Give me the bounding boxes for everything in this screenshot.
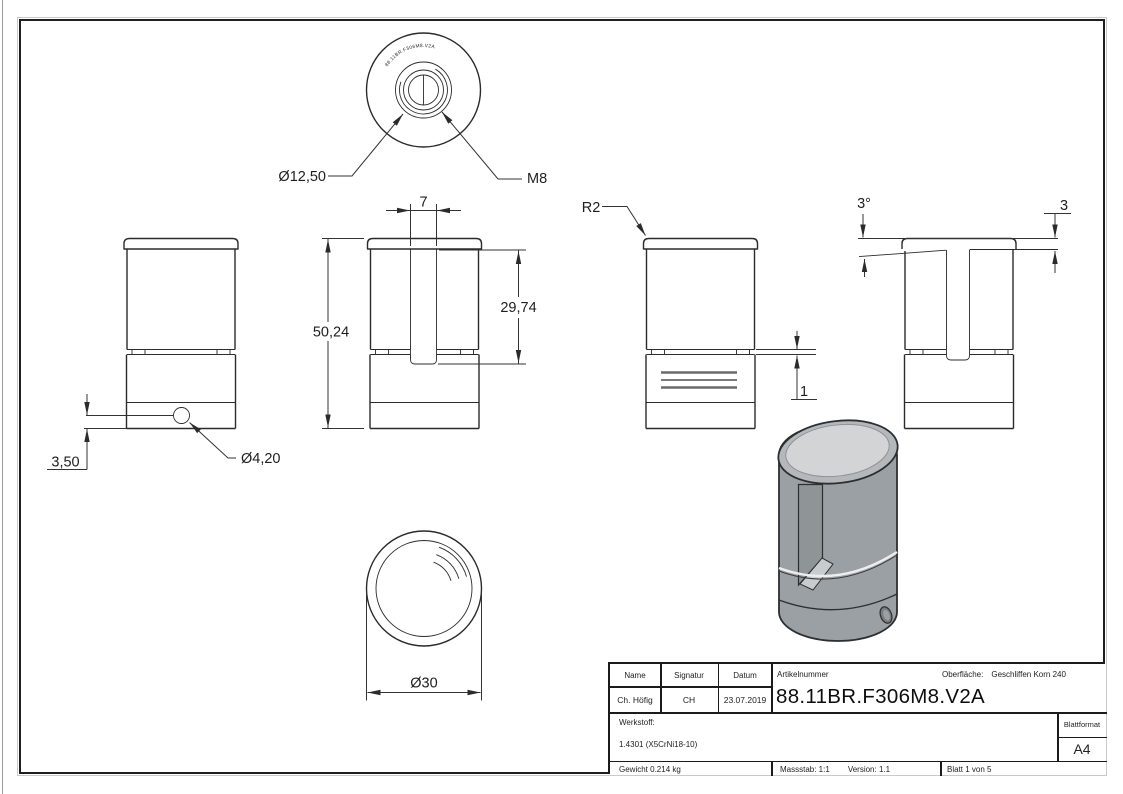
datum-header: Datum — [733, 670, 757, 680]
werkstoff-value: 1.4301 (X5CrNi18-10) — [619, 739, 698, 749]
top-view: 88.11BR.F306M8.V2A Ø12,50 M8 — [278, 32, 547, 187]
signatur-header: Signatur — [674, 670, 704, 680]
dim-cap-height-label: 3 — [1060, 198, 1068, 214]
page-edge-line — [2, 0, 3, 794]
dim-corner-radius-label: R2 — [582, 200, 601, 216]
dim-total-height-label: 50,24 — [313, 325, 349, 341]
front-view-groove: R2 1 — [582, 200, 817, 430]
drawing-frame — [17, 17, 1107, 776]
front-view-slot: 7 50,24 29,74 — [313, 195, 537, 430]
render-top-face — [785, 423, 890, 478]
dim-angle-label: 3° — [857, 196, 871, 212]
dim-hole-offset-label: 3,50 — [51, 455, 79, 471]
render-groove-line — [778, 593, 898, 611]
title-block: Name Signatur Datum Artikelnummer Oberfl… — [608, 662, 1107, 776]
side-hole — [173, 407, 190, 424]
blattformat-label: Blattformat — [1063, 720, 1101, 729]
name-header: Name — [624, 670, 646, 680]
render-seam-highlight — [778, 550, 898, 578]
dim-thread-label: M8 — [527, 171, 547, 187]
front-view-rotated: 3° 3 — [857, 196, 1071, 430]
dim-side-hole-label: Ø4,20 — [241, 451, 281, 467]
dim-slot-depth-label: 29,74 — [500, 300, 536, 316]
massstab-value: Massstab: 1:1 — [780, 764, 830, 774]
dim-slot-width-label: 7 — [419, 195, 427, 211]
gewicht-value: Gewicht 0.214 kg — [619, 764, 681, 774]
render-side-hole-inner — [883, 609, 890, 621]
front-view-left: 3,50 Ø4,20 — [47, 237, 281, 471]
dim-outer-diameter-label: Ø30 — [410, 676, 437, 692]
oberflaeche-value: Geschliffen Korn 240 — [991, 669, 1066, 679]
isometric-render — [777, 419, 899, 642]
blattformat-value: A4 — [1073, 740, 1091, 757]
render-slot-floor — [799, 557, 834, 591]
slot-side-outline — [946, 249, 970, 361]
datum-value: 23.07.2019 — [723, 694, 767, 705]
blatt-value: Blatt 1 von 5 — [947, 764, 992, 774]
signatur-value: CH — [682, 694, 696, 705]
dim-groove-label: 1 — [800, 384, 808, 400]
dim-counterbore-label: Ø12,50 — [278, 169, 326, 185]
oberflaeche-label: Oberfläche: — [942, 669, 984, 679]
name-value: Ch. Höfig — [617, 694, 653, 705]
version-value: Version: 1.1 — [847, 764, 891, 774]
bottom-view: Ø30 — [365, 530, 483, 701]
engraving-text: 88.11BR.F306M8.V2A — [384, 43, 436, 68]
render-seam-line — [778, 554, 898, 580]
slot-outline — [410, 249, 437, 365]
artikelnummer-value: 88.11BR.F306M8.V2A — [776, 685, 985, 708]
werkstoff-label: Werkstoff: — [619, 717, 655, 727]
artikelnummer-header: Artikelnummer — [777, 669, 829, 679]
